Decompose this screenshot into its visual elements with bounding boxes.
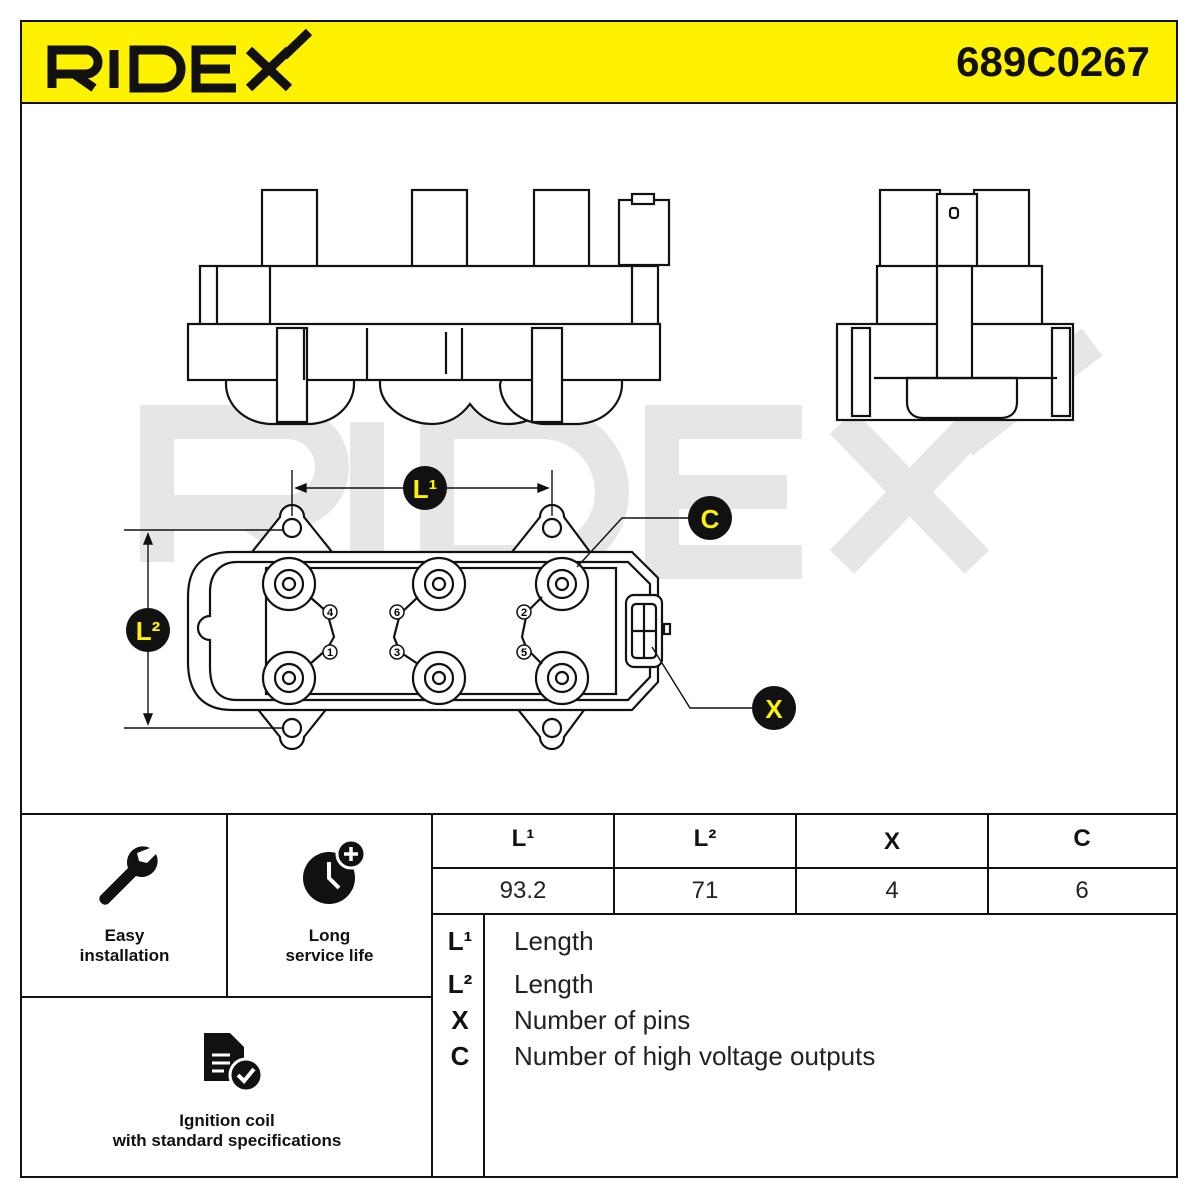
legend-text: Length	[514, 926, 594, 956]
table-cell: 71	[691, 877, 719, 904]
feature-label-line2: with standard specifications	[112, 1131, 342, 1150]
table-header: L²	[693, 825, 717, 852]
feature-label-line1: Long	[308, 926, 351, 945]
technical-drawing: 4 1 6 3 2 5	[124, 188, 1103, 751]
coil-number: 1	[327, 647, 333, 659]
legend-text: Number of high voltage outputs	[514, 1041, 876, 1071]
coil-number: 3	[394, 647, 400, 659]
header-bar: 689C0267	[22, 22, 1176, 104]
legend-symbol: X	[451, 1005, 469, 1035]
callout-x: X	[765, 694, 783, 724]
part-number: 689C0267	[956, 38, 1150, 85]
feature-label-line1: Ignition coil	[179, 1111, 275, 1130]
legend-symbol: C	[450, 1041, 470, 1071]
legend-symbol: L²	[447, 969, 473, 999]
spec-sheet-frame: 689C0267	[20, 20, 1178, 1178]
table-cell: 4	[885, 877, 899, 904]
feature-label-line2: installation	[79, 946, 170, 965]
table-cell: 6	[1075, 877, 1089, 904]
document-check-icon	[204, 1033, 264, 1093]
callout-c: C	[701, 504, 720, 534]
front-view	[186, 188, 671, 426]
table-header: L¹	[511, 825, 535, 852]
feature-standard-specifications: Ignition coil with standard specificatio…	[22, 997, 432, 1176]
table-header: X	[883, 828, 900, 855]
side-view	[835, 188, 1075, 422]
top-view	[186, 503, 672, 751]
legend-text: Number of pins	[514, 1005, 691, 1035]
callout-l2: L²	[136, 616, 161, 646]
grid-lines	[22, 813, 1176, 1176]
clock-plus-icon	[303, 838, 367, 904]
feature-label-line2: service life	[285, 946, 374, 965]
coil-number: 5	[521, 647, 527, 659]
feature-easy-installation: Easy installation	[22, 814, 227, 997]
table-cell: 93.2	[499, 877, 547, 904]
coil-number: 2	[521, 607, 527, 619]
feature-label-line1: Easy	[104, 926, 145, 945]
ridex-logo	[47, 28, 313, 93]
wrench-icon	[99, 846, 158, 905]
feature-long-service-life: Long service life	[227, 814, 432, 997]
coil-number: 4	[327, 607, 334, 619]
coil-number: 6	[394, 607, 400, 619]
legend-symbol: L¹	[447, 926, 473, 956]
callout-l1: L¹	[413, 474, 438, 504]
table-header: C	[1073, 825, 1091, 852]
legend-text: Length	[514, 969, 594, 999]
